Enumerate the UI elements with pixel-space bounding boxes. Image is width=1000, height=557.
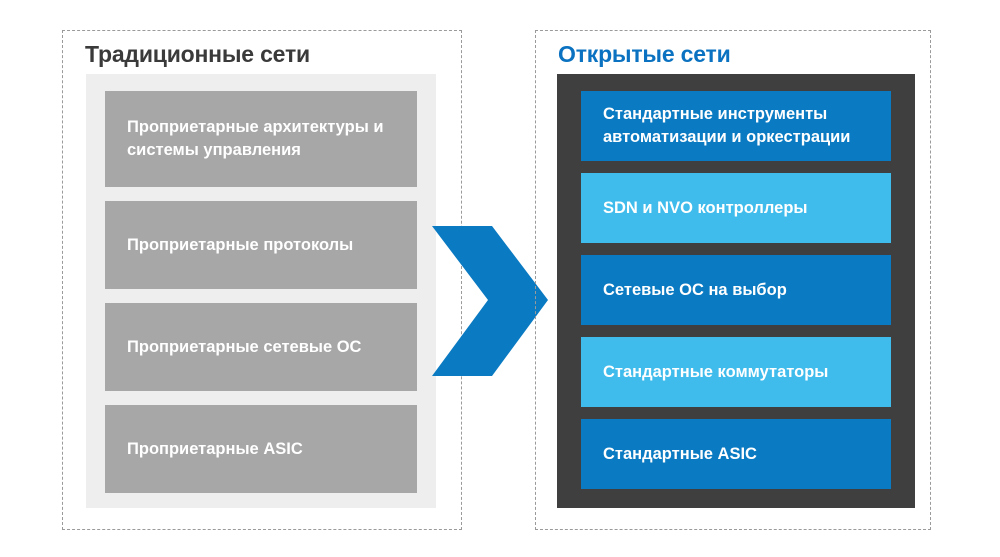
traditional-item-asic: Проприетарные ASIC — [105, 405, 417, 493]
traditional-item-protocols: Проприетарные протоколы — [105, 201, 417, 289]
traditional-item-network-os: Проприетарные сетевые ОС — [105, 303, 417, 391]
traditional-item-label: Проприетарные архитектуры и системы упра… — [127, 118, 384, 159]
open-item-label: Сетевые ОС на выбор — [603, 280, 787, 299]
traditional-networks-title: Традиционные сети — [85, 41, 310, 67]
traditional-item-label: Проприетарные сетевые ОС — [127, 337, 362, 356]
open-networks-title: Открытые сети — [558, 41, 731, 67]
open-item-label: Стандартные коммутаторы — [603, 362, 829, 381]
open-item-standard-switches: Стандартные коммутаторы — [581, 337, 891, 407]
traditional-item-label: Проприетарные ASIC — [127, 439, 303, 458]
open-item-standard-asic: Стандартные ASIC — [581, 419, 891, 489]
traditional-networks-stack: Проприетарные архитектуры и системы упра… — [86, 74, 436, 508]
open-item-label: Стандартные ASIC — [603, 444, 757, 463]
open-item-label: Стандартные инструменты автоматизации и … — [603, 105, 851, 146]
traditional-item-architectures: Проприетарные архитектуры и системы упра… — [105, 91, 417, 187]
chevron-right-arrow-icon — [432, 226, 548, 376]
open-networks-panel: Открытые сети Стандартные инструменты ав… — [535, 30, 931, 530]
open-item-automation-tools: Стандартные инструменты автоматизации и … — [581, 91, 891, 161]
transition-arrow — [430, 224, 550, 378]
open-item-network-os-choice: Сетевые ОС на выбор — [581, 255, 891, 325]
open-networks-stack: Стандартные инструменты автоматизации и … — [557, 74, 915, 508]
traditional-item-label: Проприетарные протоколы — [127, 235, 354, 254]
open-item-sdn-nvo-controllers: SDN и NVO контроллеры — [581, 173, 891, 243]
open-item-label: SDN и NVO контроллеры — [603, 198, 808, 217]
traditional-networks-panel: Традиционные сети Проприетарные архитект… — [62, 30, 462, 530]
